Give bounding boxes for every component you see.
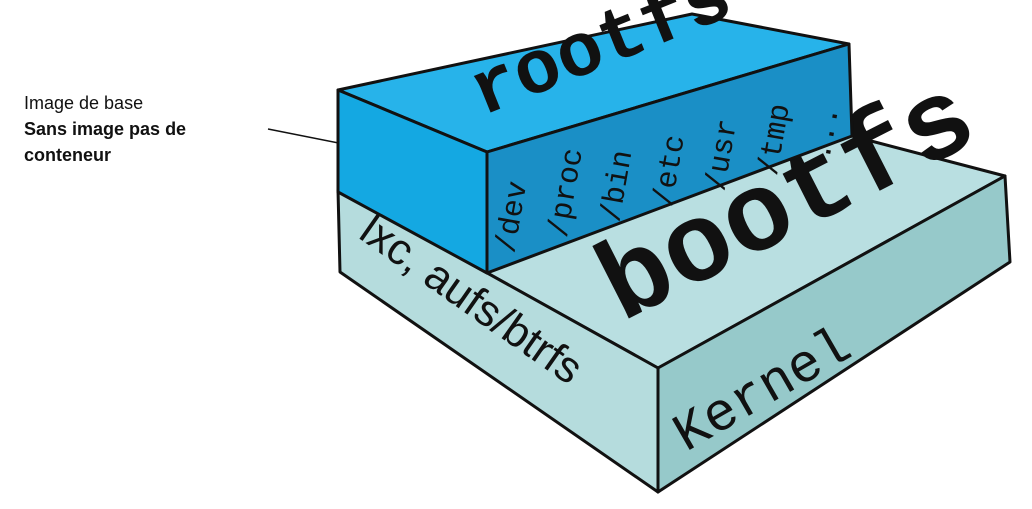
annotation-line-2: Sans image pas de — [24, 119, 187, 139]
rootfs-front-face — [485, 42, 854, 275]
bootfs-front-face — [656, 174, 1012, 494]
base-image-annotation: Image de base Sans image pas de conteneu… — [24, 90, 186, 168]
annotation-line-1: Image de base — [24, 93, 144, 113]
annotation-line-3: conteneur — [24, 145, 112, 165]
